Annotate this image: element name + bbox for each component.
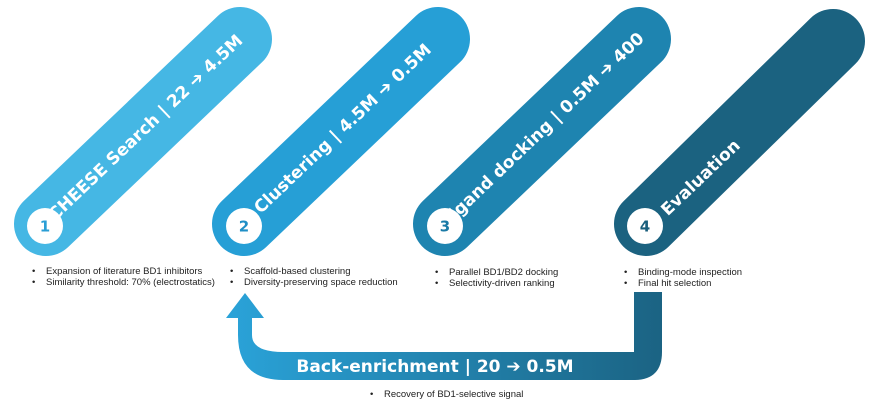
stage-3-label: Ligand docking | 0.5M ➔ 400 <box>437 29 648 231</box>
stage-1: CHEESE Search | 22 ➔ 4.5M 1 <box>14 7 272 256</box>
stage-1-bar <box>14 7 272 256</box>
stage-4: Evaluation 4 <box>614 9 865 256</box>
stage-1-number: 1 <box>40 218 50 236</box>
stage-4-number: 4 <box>640 218 650 236</box>
stage-3-bullets: Parallel BD1/BD2 docking Selectivity-dri… <box>435 267 558 289</box>
stage-4-bar <box>614 9 865 256</box>
stage-2-number: 2 <box>239 218 249 236</box>
feedback-arrow: Back-enrichment | 20 ➔ 0.5M <box>226 292 662 380</box>
feedback-label: Back-enrichment | 20 ➔ 0.5M <box>296 357 573 377</box>
bullet-item: Similarity threshold: 70% (electrostatic… <box>32 277 215 288</box>
bullet-item: Final hit selection <box>624 278 742 289</box>
stage-3-bar <box>413 7 671 256</box>
bullet-item: Expansion of literature BD1 inhibitors <box>32 266 215 277</box>
feedback-bullets: Recovery of BD1-selective signal <box>370 389 523 400</box>
stage-2-bullets: Scaffold-based clustering Diversity-pres… <box>230 266 398 288</box>
bullet-item: Selectivity-driven ranking <box>435 278 558 289</box>
bullet-item: Scaffold-based clustering <box>230 266 398 277</box>
stage-2: Clustering | 4.5M ➔ 0.5M 2 <box>212 7 470 256</box>
bullet-item: Recovery of BD1-selective signal <box>370 389 523 400</box>
stage-2-bar <box>212 7 470 256</box>
bullet-item: Diversity-preserving space reduction <box>230 277 398 288</box>
stage-1-bullets: Expansion of literature BD1 inhibitors S… <box>32 266 215 288</box>
stage-3-number-badge <box>427 208 463 244</box>
stage-4-number-badge <box>627 208 663 244</box>
stage-1-label: CHEESE Search | 22 ➔ 4.5M <box>45 31 247 225</box>
stage-3-number: 3 <box>440 218 450 236</box>
stage-1-number-badge <box>27 208 63 244</box>
bullet-item: Parallel BD1/BD2 docking <box>435 267 558 278</box>
stage-2-number-badge <box>226 208 262 244</box>
bullet-item: Binding-mode inspection <box>624 267 742 278</box>
stage-2-label: Clustering | 4.5M ➔ 0.5M <box>250 40 435 218</box>
stage-4-bullets: Binding-mode inspection Final hit select… <box>624 267 742 289</box>
feedback-arrow-body <box>226 292 662 380</box>
